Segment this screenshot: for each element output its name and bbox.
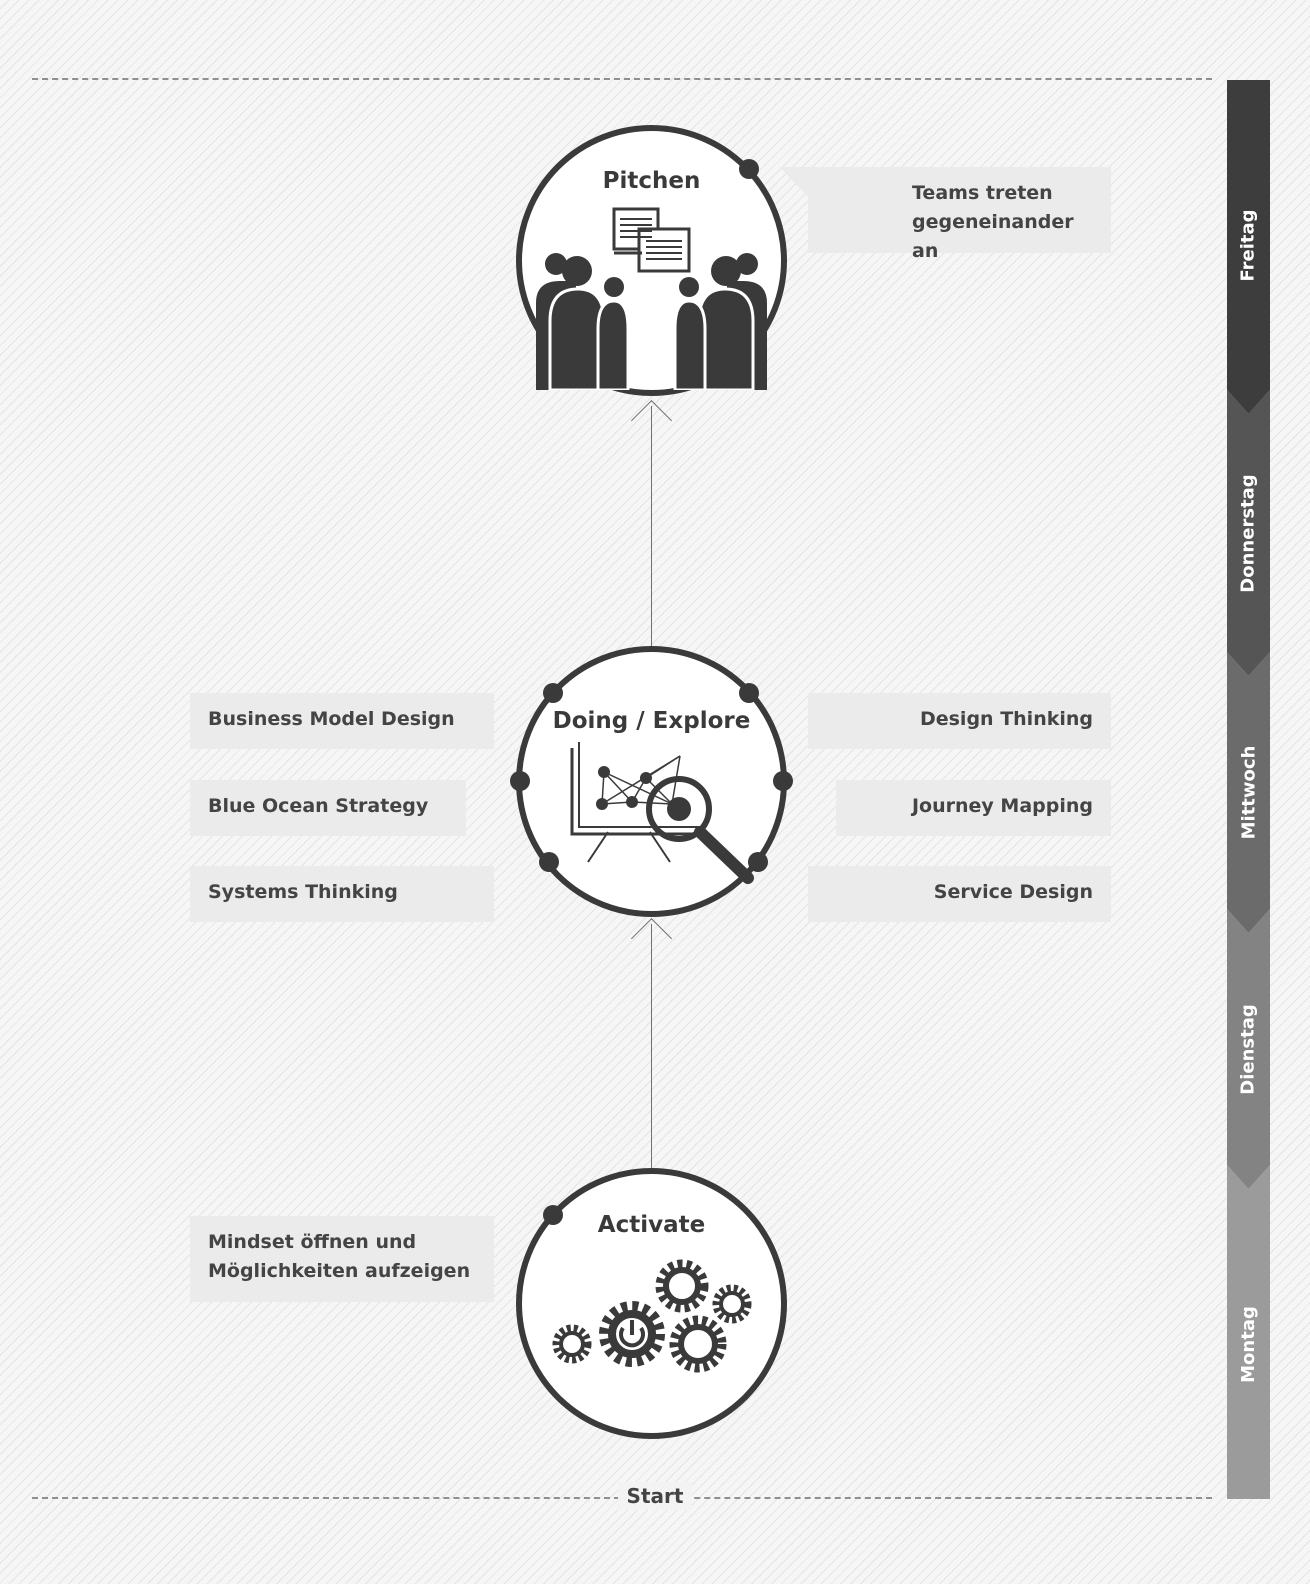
method-service-design-box: Service Design xyxy=(808,866,1111,922)
top-dashed-line xyxy=(32,78,1212,80)
method-business-model-design-box: Business Model Design xyxy=(190,693,494,749)
method-systems-thinking-box: Systems Thinking xyxy=(190,866,494,922)
method-blue-ocean-strategy: Blue Ocean Strategy xyxy=(208,795,429,817)
day-segment-freitag: Freitag xyxy=(1227,80,1270,414)
doing-title: Doing / Explore xyxy=(552,708,751,734)
day-segment-dienstag: Dienstag xyxy=(1227,909,1270,1189)
day-label-mittwoch: Mittwoch xyxy=(1238,745,1259,840)
day-segment-mittwoch: Mittwoch xyxy=(1227,652,1270,933)
connector-line-upper xyxy=(651,406,652,646)
pitchen-connector-dot xyxy=(739,159,759,179)
doing-dot-mid-right xyxy=(773,771,793,791)
method-service-design: Service Design xyxy=(933,881,1093,903)
doing-dot-mid-left xyxy=(510,771,530,791)
pitchen-notch xyxy=(780,167,808,197)
day-label-freitag: Freitag xyxy=(1238,208,1260,282)
connector-line-lower xyxy=(651,924,652,1168)
arrow-head-upper xyxy=(630,399,673,442)
day-label-donnerstag: Donnerstag xyxy=(1238,473,1259,593)
gears-power-icon xyxy=(552,1259,752,1373)
activate-title: Activate xyxy=(597,1212,706,1238)
method-design-thinking: Design Thinking xyxy=(919,708,1093,730)
doing-dot-top-left xyxy=(543,683,563,703)
day-segment-donnerstag: Donnerstag xyxy=(1227,390,1270,676)
method-journey-mapping-box: Journey Mapping xyxy=(836,780,1111,836)
day-segment-montag: Montag xyxy=(1227,1165,1270,1499)
activate-connector-dot xyxy=(543,1205,563,1225)
arrow-head-lower xyxy=(630,917,673,960)
doing-dot-bottom-right xyxy=(748,852,768,872)
day-label-montag: Montag xyxy=(1238,1305,1260,1383)
day-label-dienstag: Dienstag xyxy=(1238,1003,1260,1095)
method-blue-ocean-strategy-box: Blue Ocean Strategy xyxy=(190,780,466,836)
presentation-people-icon xyxy=(536,207,767,390)
method-design-thinking-box: Design Thinking xyxy=(808,693,1111,749)
doing-dot-bottom-left xyxy=(539,852,559,872)
doing-dot-top-right xyxy=(739,683,759,703)
pitchen-title: Pitchen xyxy=(602,168,701,194)
analysis-chart-icon xyxy=(570,742,754,884)
method-business-model-design: Business Model Design xyxy=(208,708,455,730)
method-systems-thinking: Systems Thinking xyxy=(208,881,398,903)
start-label: Start xyxy=(618,1482,692,1510)
method-journey-mapping: Journey Mapping xyxy=(911,795,1093,817)
